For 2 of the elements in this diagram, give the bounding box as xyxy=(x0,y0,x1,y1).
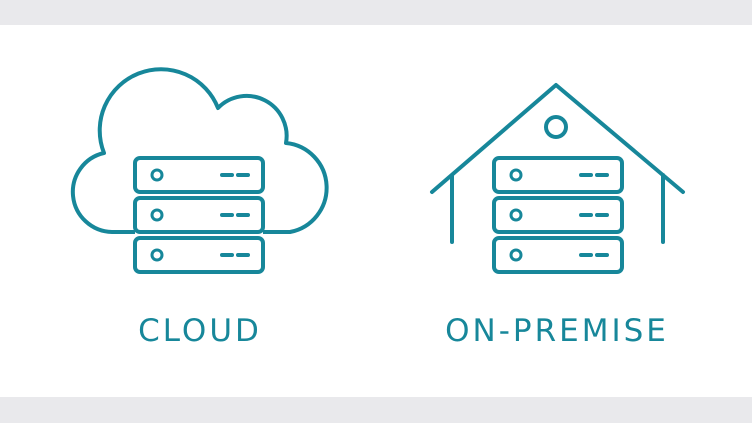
caption-text: ON-PREMISE xyxy=(445,313,669,349)
caption-text: CLOUD xyxy=(138,313,262,349)
